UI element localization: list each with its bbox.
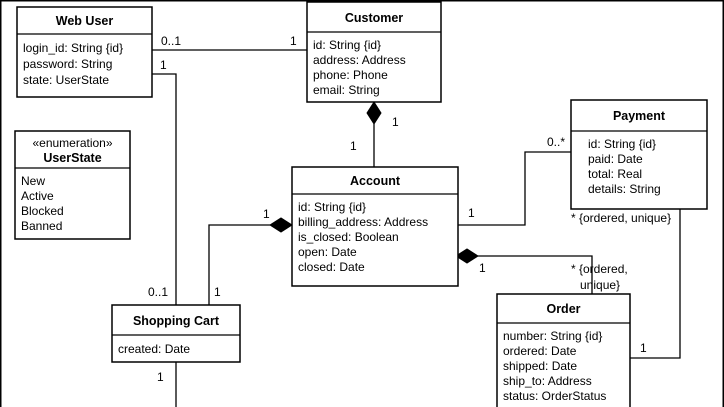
class-order: Order number: String {id} ordered: Date … bbox=[496, 293, 631, 407]
assoc-webuser-cart bbox=[152, 73, 177, 305]
enum-literal: Banned bbox=[21, 219, 62, 233]
class-attribute: login_id: String {id} bbox=[23, 41, 123, 55]
enum-stereotype: «enumeration» bbox=[32, 136, 112, 150]
enum-literal: New bbox=[21, 174, 45, 188]
class-attribute: paid: Date bbox=[588, 152, 643, 166]
class-customer: Customer id: String {id} address: Addres… bbox=[306, 1, 442, 103]
class-attribute: total: Real bbox=[588, 167, 642, 181]
class-attribute: is_closed: Boolean bbox=[298, 230, 399, 244]
class-account: Account id: String {id} billing_address:… bbox=[291, 166, 459, 287]
class-name: UserState bbox=[43, 151, 101, 165]
class-name: Payment bbox=[613, 109, 666, 123]
composition-account-order bbox=[478, 255, 593, 294]
multiplicity-label: * {ordered, unique} bbox=[571, 211, 671, 225]
multiplicity-label: 1 bbox=[160, 58, 167, 72]
multiplicity-label: 1 bbox=[350, 139, 357, 153]
assoc-account-payment bbox=[458, 151, 571, 226]
class-attribute: address: Address bbox=[313, 53, 406, 67]
enum-literal: Active bbox=[21, 189, 54, 203]
class-attribute: ordered: Date bbox=[503, 344, 577, 358]
class-name: Shopping Cart bbox=[133, 314, 220, 328]
class-name: Order bbox=[546, 302, 580, 316]
class-attribute: id: String {id} bbox=[298, 200, 366, 214]
composition-diamond-account-order bbox=[455, 248, 479, 264]
multiplicity-label: 1 bbox=[392, 115, 399, 129]
class-shopping-cart: Shopping Cart created: Date bbox=[111, 304, 241, 363]
class-web-user: Web User login_id: String {id} password:… bbox=[16, 6, 153, 98]
multiplicity-label: 0..* bbox=[547, 135, 565, 149]
multiplicity-label: 1 bbox=[290, 34, 297, 48]
class-attribute: state: UserState bbox=[23, 73, 109, 87]
multiplicity-label: * {ordered, bbox=[571, 262, 628, 276]
composition-diamond-account-cart bbox=[269, 217, 293, 233]
multiplicity-label: 1 bbox=[157, 370, 164, 384]
class-attribute: open: Date bbox=[298, 245, 357, 259]
class-attribute: ship_to: Address bbox=[503, 374, 592, 388]
class-attribute: status: OrderStatus bbox=[503, 389, 606, 403]
multiplicity-label: 1 bbox=[214, 285, 221, 299]
class-attribute: email: String bbox=[313, 83, 380, 97]
composition-account-cart bbox=[208, 224, 270, 305]
multiplicity-label: unique} bbox=[580, 278, 620, 292]
multiplicity-label: 1 bbox=[640, 341, 647, 355]
composition-diamond-customer bbox=[366, 101, 382, 125]
class-attribute: password: String bbox=[23, 57, 112, 71]
enum-literal: Blocked bbox=[21, 204, 64, 218]
class-attribute: id: String {id} bbox=[588, 137, 656, 151]
multiplicity-label: 0..1 bbox=[148, 285, 168, 299]
enum-user-state: «enumeration» UserState New Active Block… bbox=[14, 130, 131, 240]
class-attribute: details: String bbox=[588, 182, 661, 196]
class-payment: Payment id: String {id} paid: Date total… bbox=[570, 99, 708, 210]
assoc-payment-order bbox=[630, 209, 681, 359]
class-attribute: shipped: Date bbox=[503, 359, 577, 373]
multiplicity-label: 1 bbox=[468, 206, 475, 220]
class-name: Customer bbox=[345, 11, 403, 25]
class-attribute: number: String {id} bbox=[503, 329, 602, 343]
class-attribute: billing_address: Address bbox=[298, 215, 428, 229]
class-name: Web User bbox=[56, 14, 114, 28]
class-attribute: phone: Phone bbox=[313, 68, 388, 82]
class-attribute: created: Date bbox=[118, 342, 190, 356]
multiplicity-label: 1 bbox=[479, 261, 486, 275]
class-attribute: id: String {id} bbox=[313, 38, 381, 52]
multiplicity-label: 0..1 bbox=[161, 34, 181, 48]
multiplicity-label: 1 bbox=[263, 207, 270, 221]
class-name: Account bbox=[350, 174, 401, 188]
class-attribute: closed: Date bbox=[298, 260, 365, 274]
